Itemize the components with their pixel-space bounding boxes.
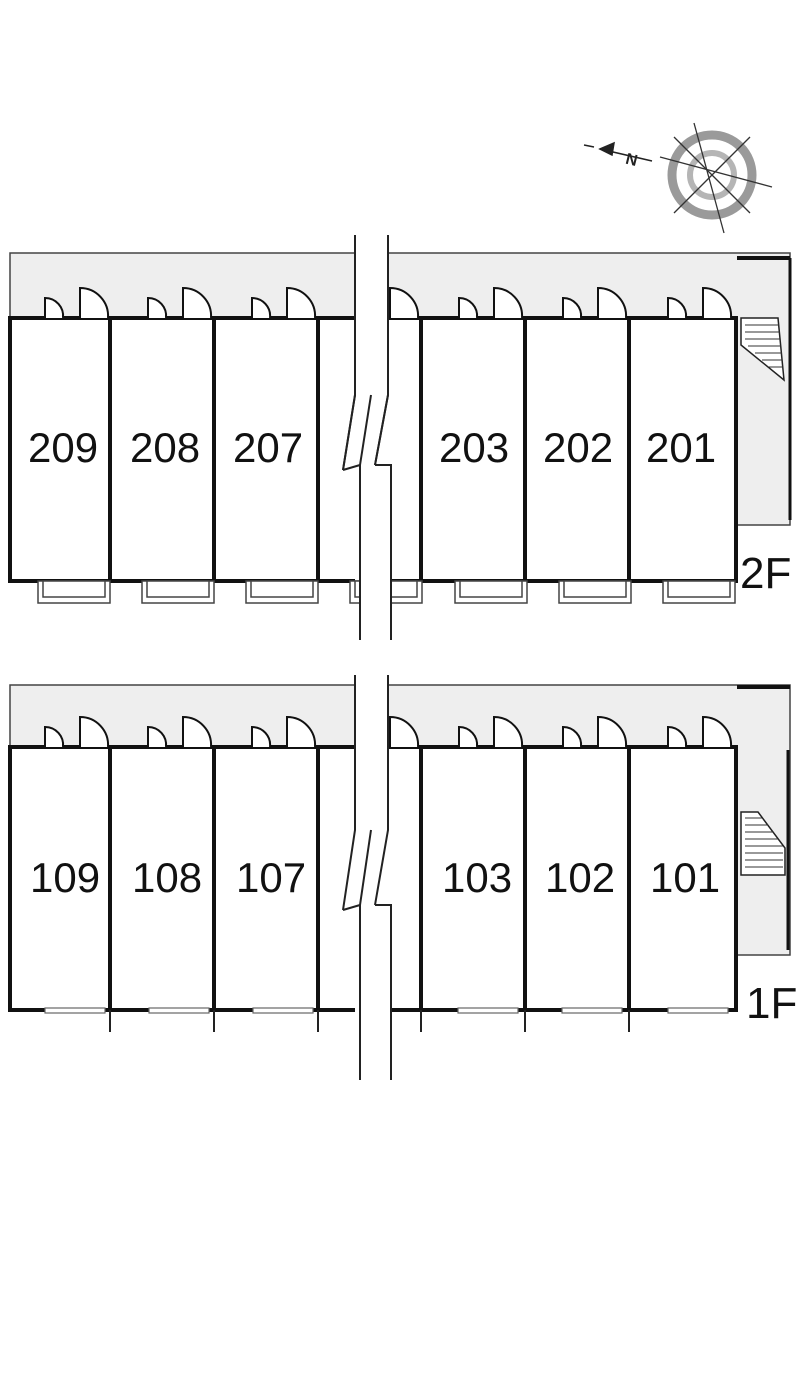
unit-label-108: 108 [132, 854, 202, 901]
unit-101 [627, 745, 738, 1012]
unit-label-109: 109 [30, 854, 100, 901]
compass-north-letter: N [624, 151, 639, 170]
unit-108 [108, 745, 216, 1012]
unit-label-202: 202 [543, 424, 613, 471]
unit-label-209: 209 [28, 424, 98, 471]
unit-209 [8, 316, 112, 583]
floor-label-1f: 1F [746, 979, 797, 1028]
unit-label-101: 101 [650, 854, 720, 901]
unit-label-107: 107 [236, 854, 306, 901]
unit-label-207: 207 [233, 424, 303, 471]
stairs-icon [740, 811, 786, 876]
compass-rose-icon: N [583, 122, 773, 234]
stairs-icon [740, 317, 785, 382]
floor-label-2f: 2F [740, 549, 791, 598]
floor-1-plan: 109 108 107 103 102 101 1F [8, 675, 797, 1080]
unit-103 [419, 745, 527, 1012]
unit-label-201: 201 [646, 424, 716, 471]
unit-label-203: 203 [439, 424, 509, 471]
unit-label-102: 102 [545, 854, 615, 901]
unit-208 [108, 316, 216, 583]
unit-label-208: 208 [130, 424, 200, 471]
floor-2-plan: 209 208 207 203 202 201 2F [8, 235, 792, 640]
unit-label-103: 103 [442, 854, 512, 901]
